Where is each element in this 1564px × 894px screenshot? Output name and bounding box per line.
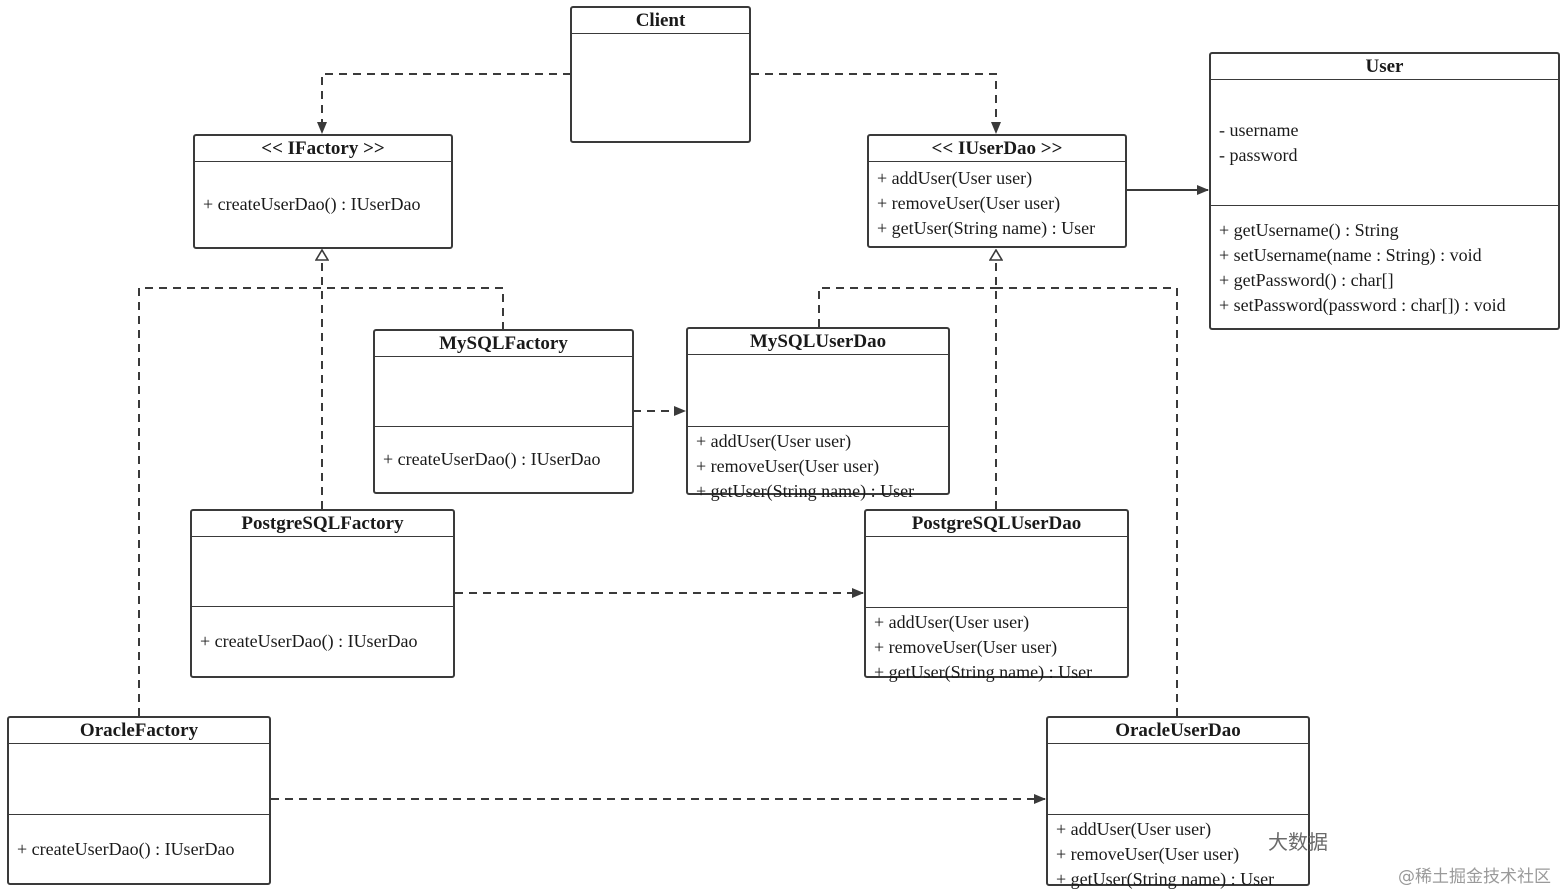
class-oraclefactory[interactable]: OracleFactory + createUserDao() : IUserD… (7, 716, 271, 885)
operation: + getUsername() : String (1219, 220, 1399, 240)
operation: + createUserDao() : IUserDao (203, 194, 421, 214)
operations: + addUser(User user) + removeUser(User u… (688, 427, 948, 506)
class-name: PostgreSQLFactory (192, 511, 453, 537)
attributes (9, 744, 269, 815)
operation: + setUsername(name : String) : void (1219, 245, 1482, 265)
operation: + createUserDao() : IUserDao (200, 631, 418, 651)
class-name: << IUserDao >> (869, 136, 1125, 162)
operations: + addUser(User user) + removeUser(User u… (866, 608, 1127, 687)
operations: + addUser(User user) + removeUser(User u… (869, 162, 1125, 246)
operations: + getUsername() : String + setUsername(n… (1211, 206, 1558, 328)
class-name: OracleUserDao (1048, 718, 1308, 744)
attributes (192, 537, 453, 607)
interface-ifactory[interactable]: << IFactory >> + createUserDao() : IUser… (193, 134, 453, 249)
class-name: OracleFactory (9, 718, 269, 744)
operation: + getUser(String name) : User (696, 481, 915, 501)
operations: + addUser(User user) + removeUser(User u… (1048, 815, 1308, 894)
operation: + addUser(User user) (1056, 819, 1212, 839)
edge-client-to-iuserdao (751, 73, 1001, 134)
edge-mysqluserdao-realizes-iuserdao (818, 287, 996, 327)
operation: + getUser(String name) : User (877, 218, 1096, 238)
class-mysqlfactory[interactable]: MySQLFactory + createUserDao() : IUserDa… (373, 329, 634, 494)
operation: + removeUser(User user) (1056, 844, 1240, 864)
operation: + getUser(String name) : User (1056, 869, 1275, 889)
class-name: User (1211, 54, 1558, 80)
operation: + setPassword(password : char[]) : void (1219, 295, 1506, 315)
operations: + createUserDao() : IUserDao (195, 162, 451, 247)
class-mysqluserdao[interactable]: MySQLUserDao + addUser(User user) + remo… (686, 327, 950, 501)
attribute: - password (1219, 145, 1298, 165)
attributes (688, 355, 948, 427)
operation: + getPassword() : char[] (1219, 270, 1394, 290)
attributes (1048, 744, 1308, 815)
operation: + createUserDao() : IUserDao (17, 838, 235, 859)
operation: + addUser(User user) (696, 431, 852, 451)
attributes: - username - password (1211, 80, 1558, 206)
attributes (375, 357, 632, 427)
class-name: Client (572, 8, 749, 34)
operation: + removeUser(User user) (877, 193, 1061, 213)
edge-client-to-ifactory (317, 73, 571, 134)
operations: + createUserDao() : IUserDao (192, 607, 453, 676)
class-postgresqluserdao[interactable]: PostgreSQLUserDao + addUser(User user) +… (864, 509, 1129, 682)
operations: + createUserDao() : IUserDao (375, 427, 632, 492)
class-user[interactable]: User - username - password + getUsername… (1209, 52, 1560, 330)
operation: + removeUser(User user) (696, 456, 880, 476)
class-name: MySQLUserDao (688, 329, 948, 355)
watermark-overlay: 大数据 (1268, 830, 1328, 854)
operation: + addUser(User user) (874, 612, 1030, 632)
attributes (866, 537, 1127, 608)
operation: + removeUser(User user) (874, 637, 1058, 657)
edge-mysqlfactory-realizes-ifactory (322, 287, 504, 330)
class-oracleuserdao[interactable]: OracleUserDao + addUser(User user) + rem… (1046, 716, 1310, 889)
class-client[interactable]: Client (570, 6, 751, 143)
operation: + addUser(User user) (877, 168, 1033, 188)
class-name: PostgreSQLUserDao (866, 511, 1127, 537)
edge-oraclefactory-realizes-ifactory (138, 287, 322, 716)
attribute: - username (1219, 120, 1299, 140)
watermark-site: @稀土掘金技术社区 (1398, 867, 1551, 887)
operations: + createUserDao() : IUserDao (9, 815, 269, 883)
class-name: << IFactory >> (195, 136, 451, 162)
operation: + createUserDao() : IUserDao (383, 449, 601, 469)
class-body (572, 34, 749, 141)
operation: + getUser(String name) : User (874, 662, 1093, 682)
interface-iuserdao[interactable]: << IUserDao >> + addUser(User user) + re… (867, 134, 1127, 248)
class-postgresqlfactory[interactable]: PostgreSQLFactory + createUserDao() : IU… (190, 509, 455, 678)
edge-oracleuserdao-realizes-iuserdao (996, 287, 1178, 716)
class-name: MySQLFactory (375, 331, 632, 357)
